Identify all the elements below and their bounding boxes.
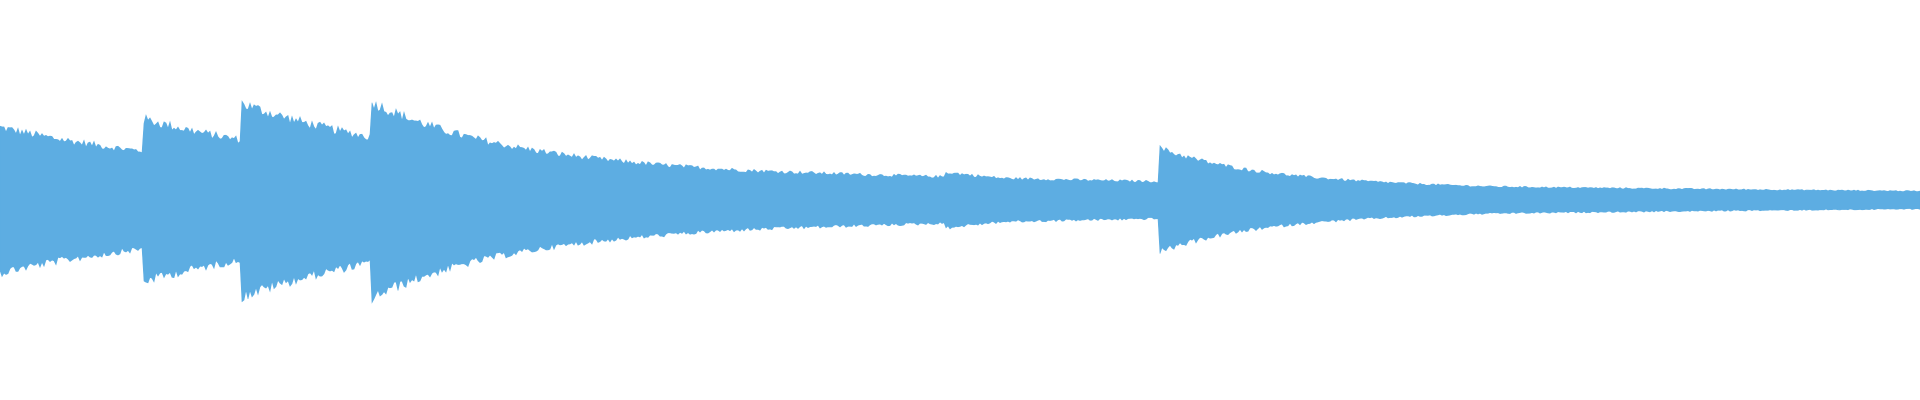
waveform-amplitude-shape: [0, 100, 1920, 304]
